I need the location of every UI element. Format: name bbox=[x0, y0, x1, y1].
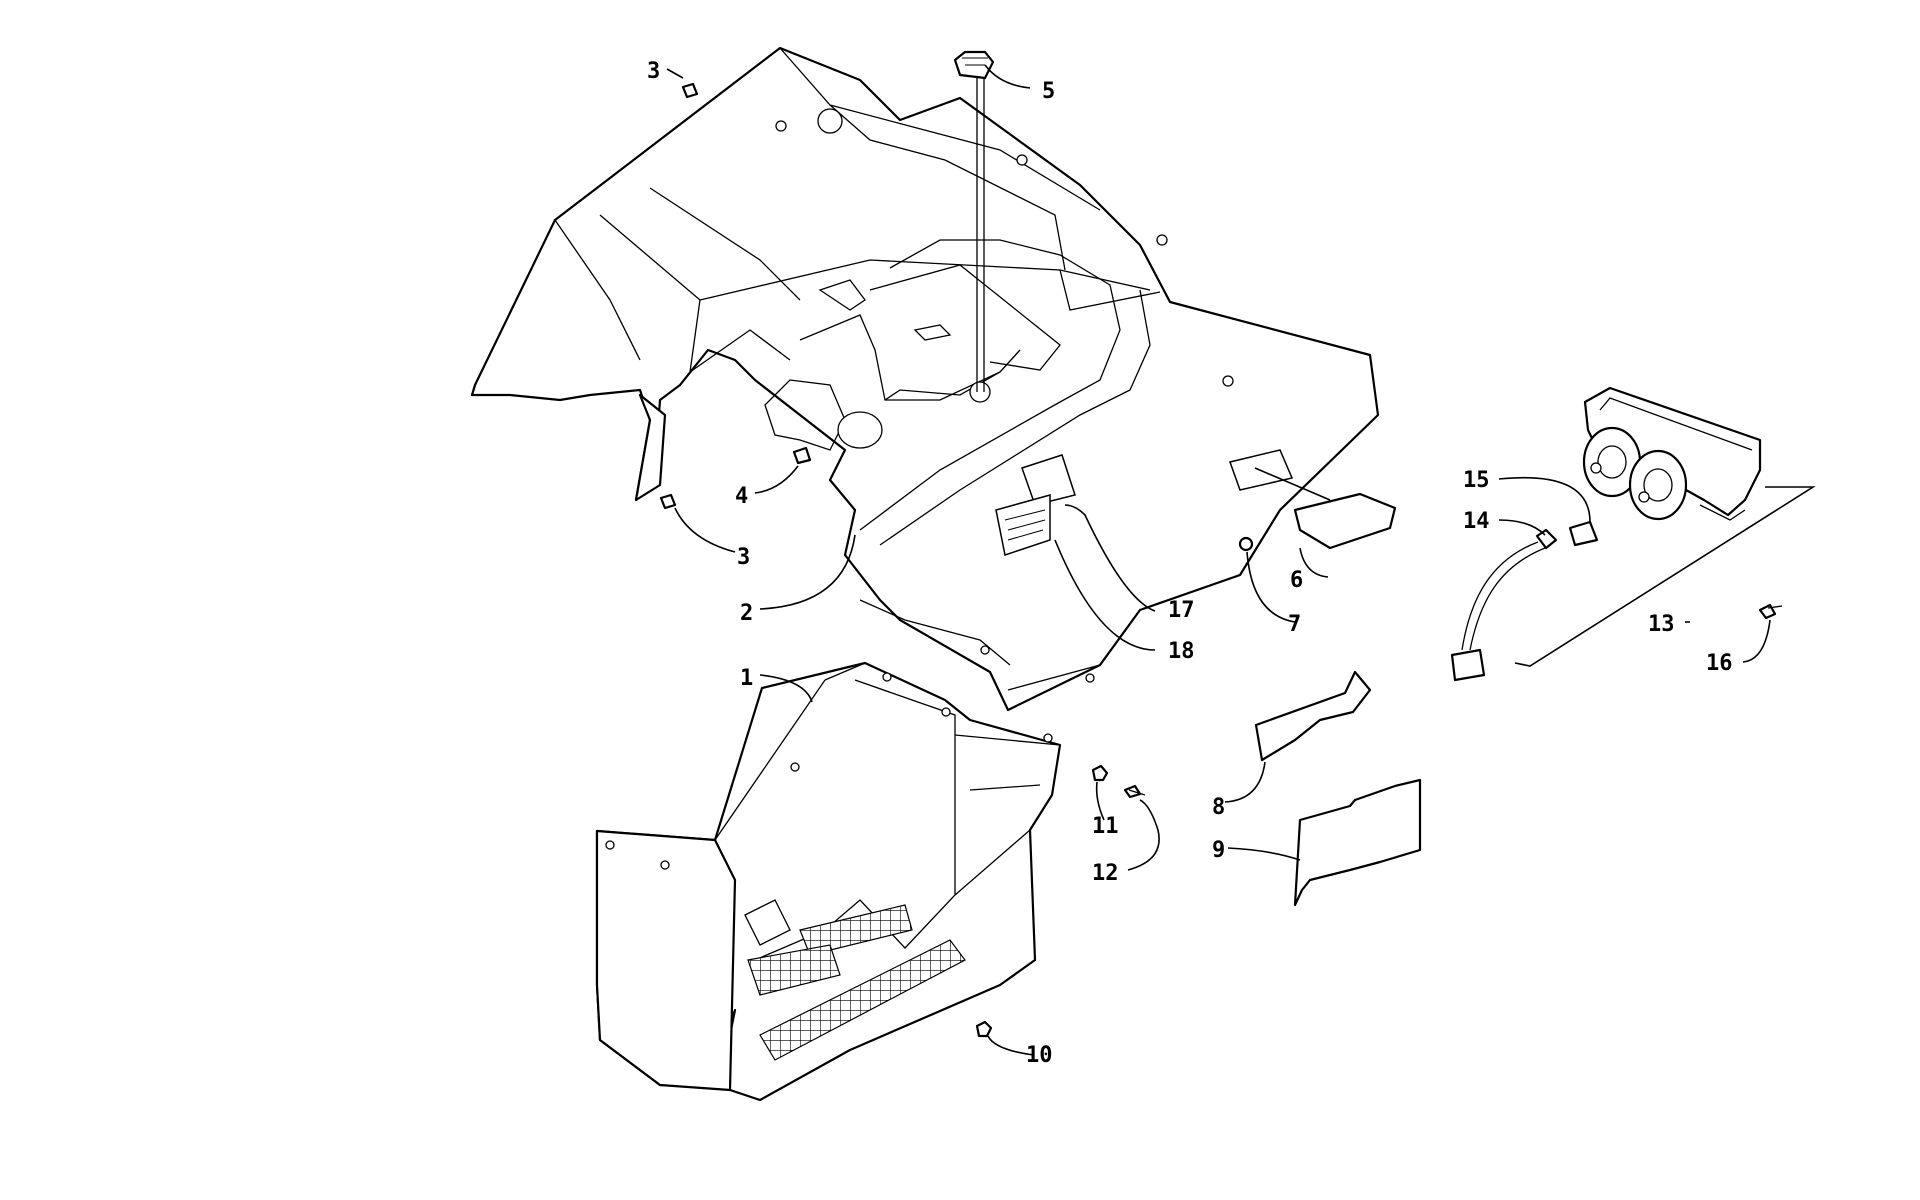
bulb-15 bbox=[1568, 520, 1599, 547]
callout-17: 17 bbox=[1168, 598, 1195, 623]
callout-10: 10 bbox=[1026, 1043, 1053, 1068]
callout-3-bottom: 3 bbox=[737, 545, 750, 570]
pad-8 bbox=[1254, 670, 1372, 762]
callout-7: 7 bbox=[1288, 612, 1301, 637]
taillight-assembly-13 bbox=[1582, 386, 1762, 521]
rear-fender bbox=[470, 46, 1380, 712]
callout-6: 6 bbox=[1290, 568, 1303, 593]
reflector-6 bbox=[1293, 492, 1397, 550]
clip-4 bbox=[792, 446, 812, 465]
fastener-10 bbox=[975, 1020, 993, 1038]
cap-5 bbox=[953, 50, 995, 392]
callout-12: 12 bbox=[1092, 861, 1119, 886]
callout-5: 5 bbox=[1042, 79, 1055, 104]
callout-labels: 3 5 4 3 2 1 17 18 6 7 8 9 10 11 12 15 14… bbox=[647, 59, 1733, 1068]
callout-1: 1 bbox=[740, 666, 753, 691]
nut-11 bbox=[1091, 764, 1109, 782]
screw-12 bbox=[1123, 784, 1146, 799]
callout-8: 8 bbox=[1212, 795, 1225, 820]
callout-18: 18 bbox=[1168, 639, 1195, 664]
callout-13: 13 bbox=[1648, 612, 1675, 637]
clip-3-bottom bbox=[659, 493, 677, 510]
socket-14 bbox=[1450, 528, 1558, 682]
callout-14: 14 bbox=[1463, 509, 1490, 534]
pad-9 bbox=[1293, 778, 1422, 907]
nut-7 bbox=[1238, 536, 1254, 552]
callout-16: 16 bbox=[1706, 651, 1733, 676]
callout-9: 9 bbox=[1212, 838, 1225, 863]
callout-2: 2 bbox=[740, 601, 753, 626]
clip-3-top bbox=[681, 82, 699, 99]
callout-4: 4 bbox=[735, 484, 748, 509]
screw-16 bbox=[1758, 603, 1783, 620]
callout-15: 15 bbox=[1463, 468, 1490, 493]
callout-11: 11 bbox=[1092, 814, 1119, 839]
footwell-panel bbox=[595, 661, 1062, 1102]
leader-lines bbox=[666, 64, 1771, 1056]
callout-3-top: 3 bbox=[647, 59, 660, 84]
